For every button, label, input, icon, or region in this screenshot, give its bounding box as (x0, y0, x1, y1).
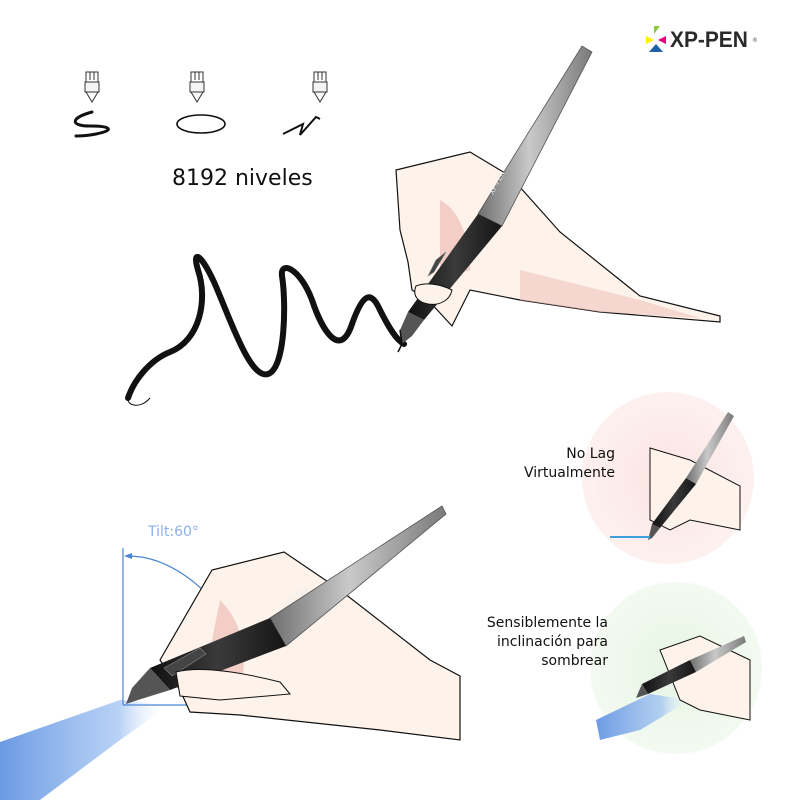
brand-name: XP-PEN (670, 27, 748, 52)
tilt-shade-caption: Sensiblemente la inclinación para sombre… (460, 614, 608, 671)
pen-nib-icon (84, 71, 328, 103)
tilt-shade-line1: Sensiblemente la (486, 615, 608, 631)
ellipse-stroke-icon (176, 114, 226, 134)
no-lag-line1: No Lag (566, 446, 615, 462)
tilt-shade-illustration (596, 635, 751, 740)
tilt-angle-label: Tilt:60° (148, 524, 199, 540)
pressure-levels-label: 8192 niveles (172, 166, 313, 191)
registered-mark: ® (751, 36, 758, 44)
shading-spray-stroke (0, 700, 170, 800)
brand-logo: XP-PEN ® (642, 22, 792, 58)
squiggle-stroke-icon (73, 110, 110, 138)
no-lag-line2: Virtualmente (524, 465, 615, 481)
no-lag-caption: No Lag Virtualmente (505, 445, 615, 483)
hand-holding-pen-top: XP-PEN (395, 45, 721, 353)
pressure-stroke (125, 254, 407, 401)
tilt-shade-line3: sombrear (541, 653, 608, 669)
no-lag-illustration (610, 412, 741, 540)
tilt-illustration: XP-PEN (0, 505, 461, 800)
xp-pen-logo-icon (646, 26, 666, 52)
zigzag-stroke-icon (282, 115, 321, 136)
tilt-shade-line2: inclinación para (497, 634, 608, 650)
